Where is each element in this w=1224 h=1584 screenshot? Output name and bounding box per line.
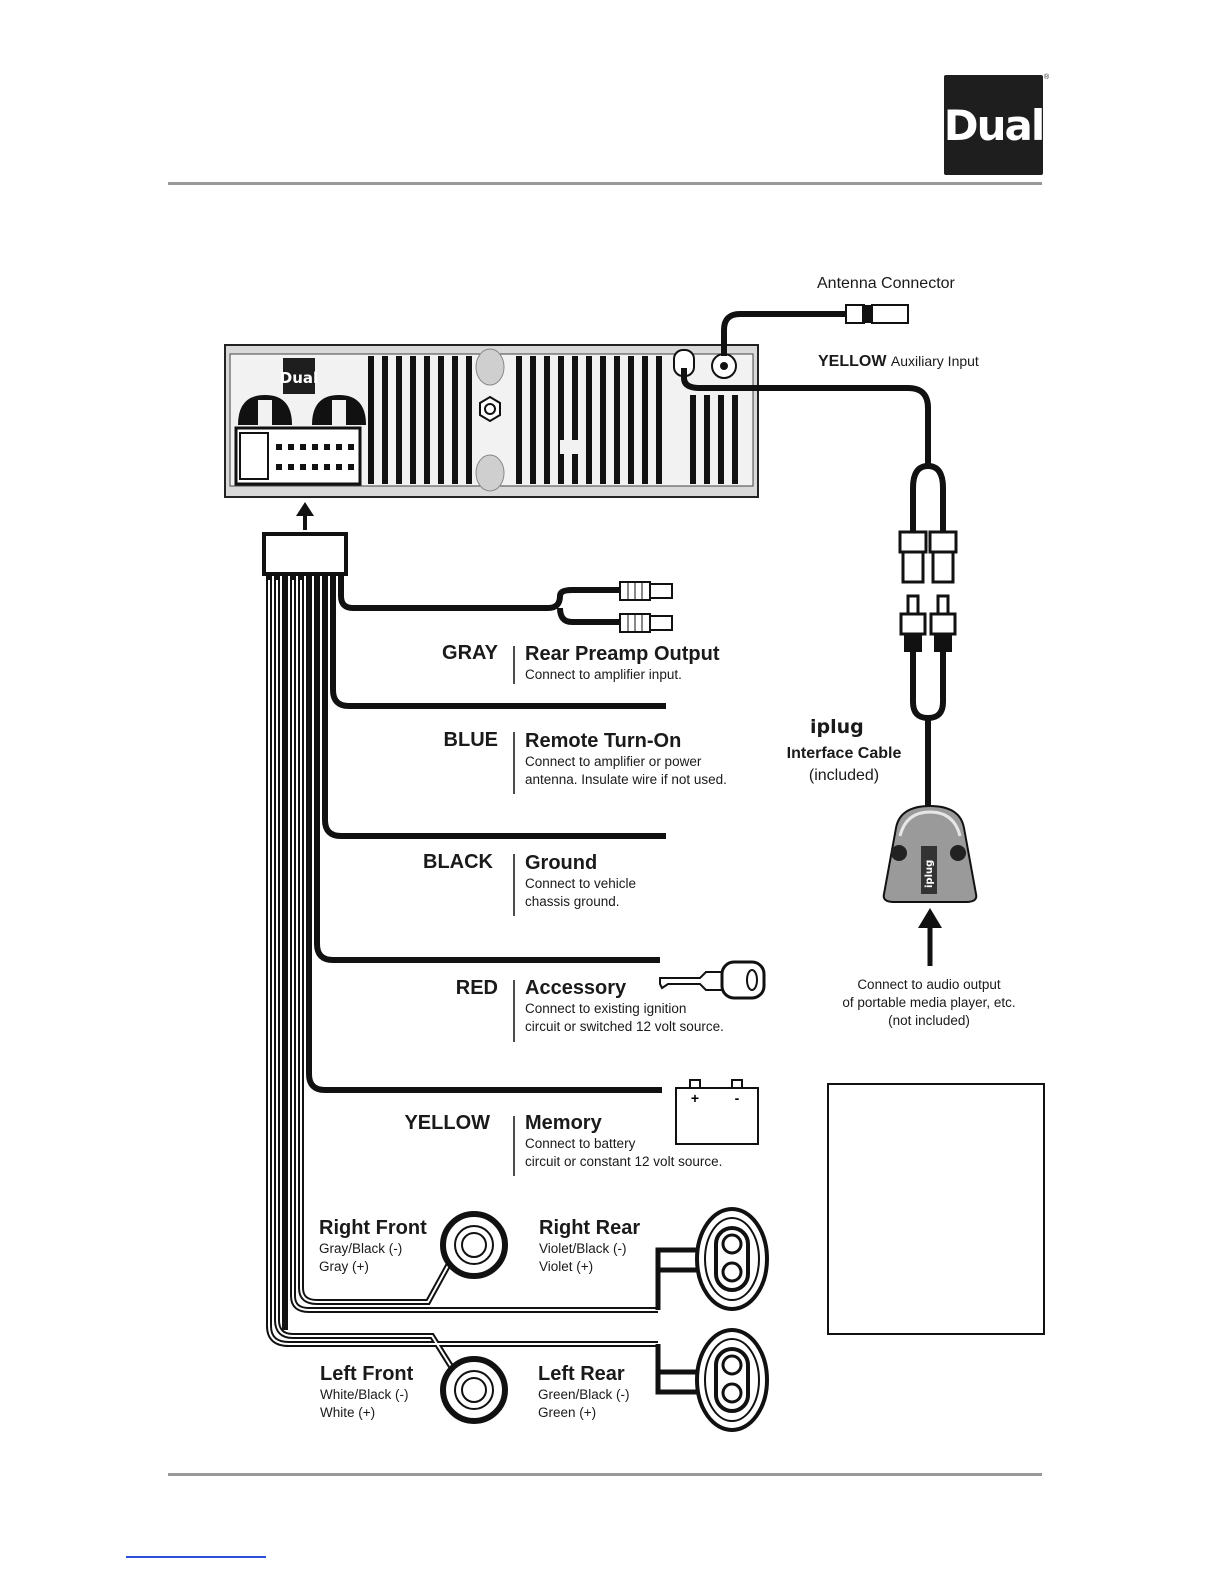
function-desc: Connect to existing ignition xyxy=(525,1001,687,1016)
function-desc: antenna. Insulate wire if not used. xyxy=(525,772,727,787)
speaker-wire: Green/Black (-) xyxy=(538,1387,630,1402)
wire-color-yellow: YELLOW xyxy=(404,1112,490,1134)
speaker-name: Left Front xyxy=(320,1363,414,1385)
antenna-connector xyxy=(845,304,909,324)
head-unit-rear-panel: Dual xyxy=(224,344,759,498)
function-desc: circuit or switched 12 volt source. xyxy=(525,1019,724,1034)
harness-plug xyxy=(262,532,348,576)
battery-minus: - xyxy=(735,1090,740,1106)
connect-note-line: (not included) xyxy=(888,1013,970,1028)
wire-color-gray: GRAY xyxy=(442,642,498,664)
function-desc: chassis ground. xyxy=(525,894,620,909)
function-desc: Connect to amplifier or power xyxy=(525,754,702,769)
dual-logo: Dual xyxy=(944,75,1045,175)
iplug-cable-name: Interface Cable xyxy=(786,745,902,762)
iplug-connect-note: Connect to audio output of portable medi… xyxy=(818,976,1040,1030)
wire-color-blue: BLUE xyxy=(443,729,498,751)
speaker-wire: Gray/Black (-) xyxy=(319,1241,403,1256)
notes-box xyxy=(827,1083,1045,1335)
speaker-wire: White/Black (-) xyxy=(320,1387,409,1402)
antenna-connector-label: Antenna Connector xyxy=(817,275,955,292)
aux-input-label: YELLOW Auxiliary Input xyxy=(818,353,979,371)
right-front-speaker-icon xyxy=(440,1211,508,1279)
function-title: Rear Preamp Output xyxy=(525,643,720,665)
function-desc: Connect to amplifier input. xyxy=(525,667,682,682)
battery-icon: + - xyxy=(675,1079,759,1145)
right-rear-speaker-icon xyxy=(695,1207,769,1311)
battery-plus: + xyxy=(691,1090,699,1106)
iplug-box-label: iplug xyxy=(924,860,935,888)
wire-function-remote: Remote Turn-On Connect to amplifier or p… xyxy=(525,730,727,789)
rca-male-pair xyxy=(899,594,957,652)
speaker-wire: Green (+) xyxy=(538,1405,597,1420)
function-desc: Connect to battery xyxy=(525,1136,636,1151)
header-rule xyxy=(168,182,1042,185)
footer-link-underline[interactable] xyxy=(126,1556,266,1558)
function-desc: circuit or constant 12 volt source. xyxy=(525,1154,723,1169)
unit-logo: Dual xyxy=(280,369,318,387)
wire-function-accessory: Accessory Connect to existing ignition c… xyxy=(525,977,724,1036)
speaker-wire: Violet/Black (-) xyxy=(539,1241,627,1256)
speaker-name: Right Rear xyxy=(539,1217,641,1239)
speaker-right-front-label: Right Front Gray/Black (-) Gray (+) xyxy=(319,1217,427,1276)
left-rear-speaker-icon xyxy=(695,1328,769,1432)
wire-function-rear-preamp: Rear Preamp Output Connect to amplifier … xyxy=(525,643,719,684)
function-desc: Connect to vehicle xyxy=(525,876,637,891)
rear-preamp-rca xyxy=(619,581,673,633)
function-title: Ground xyxy=(525,852,598,874)
left-front-speaker-icon xyxy=(440,1356,508,1424)
function-title: Accessory xyxy=(525,977,627,999)
ignition-key-icon xyxy=(659,960,766,1000)
aux-input-color: YELLOW xyxy=(818,353,887,370)
iplug-included: (included) xyxy=(808,767,880,784)
speaker-name: Right Front xyxy=(319,1217,427,1239)
iplug-box: iplug xyxy=(882,804,978,903)
speaker-left-front-label: Left Front White/Black (-) White (+) xyxy=(320,1363,413,1422)
function-title: Memory xyxy=(525,1112,602,1134)
wire-color-black: BLACK xyxy=(423,851,493,873)
registered-mark: ® xyxy=(1044,74,1050,81)
speaker-right-rear-label: Right Rear Violet/Black (-) Violet (+) xyxy=(539,1217,640,1276)
wire-function-ground: Ground Connect to vehicle chassis ground… xyxy=(525,852,636,911)
rca-female-pair xyxy=(898,530,958,584)
connect-note-line: Connect to audio output xyxy=(857,977,1001,992)
footer-rule xyxy=(168,1473,1042,1476)
wire-function-memory: Memory Connect to battery circuit or con… xyxy=(525,1112,722,1171)
speaker-left-rear-label: Left Rear Green/Black (-) Green (+) xyxy=(538,1363,630,1422)
speaker-name: Left Rear xyxy=(538,1363,625,1385)
speaker-wire: Gray (+) xyxy=(319,1259,369,1274)
speaker-wire: White (+) xyxy=(320,1405,376,1420)
aux-input-text: Auxiliary Input xyxy=(890,353,979,369)
connect-note-line: of portable media player, etc. xyxy=(842,995,1016,1010)
wire-color-red: RED xyxy=(455,977,498,999)
iplug-logo: iplug xyxy=(810,716,864,738)
function-title: Remote Turn-On xyxy=(525,730,682,752)
speaker-wire: Violet (+) xyxy=(539,1259,594,1274)
